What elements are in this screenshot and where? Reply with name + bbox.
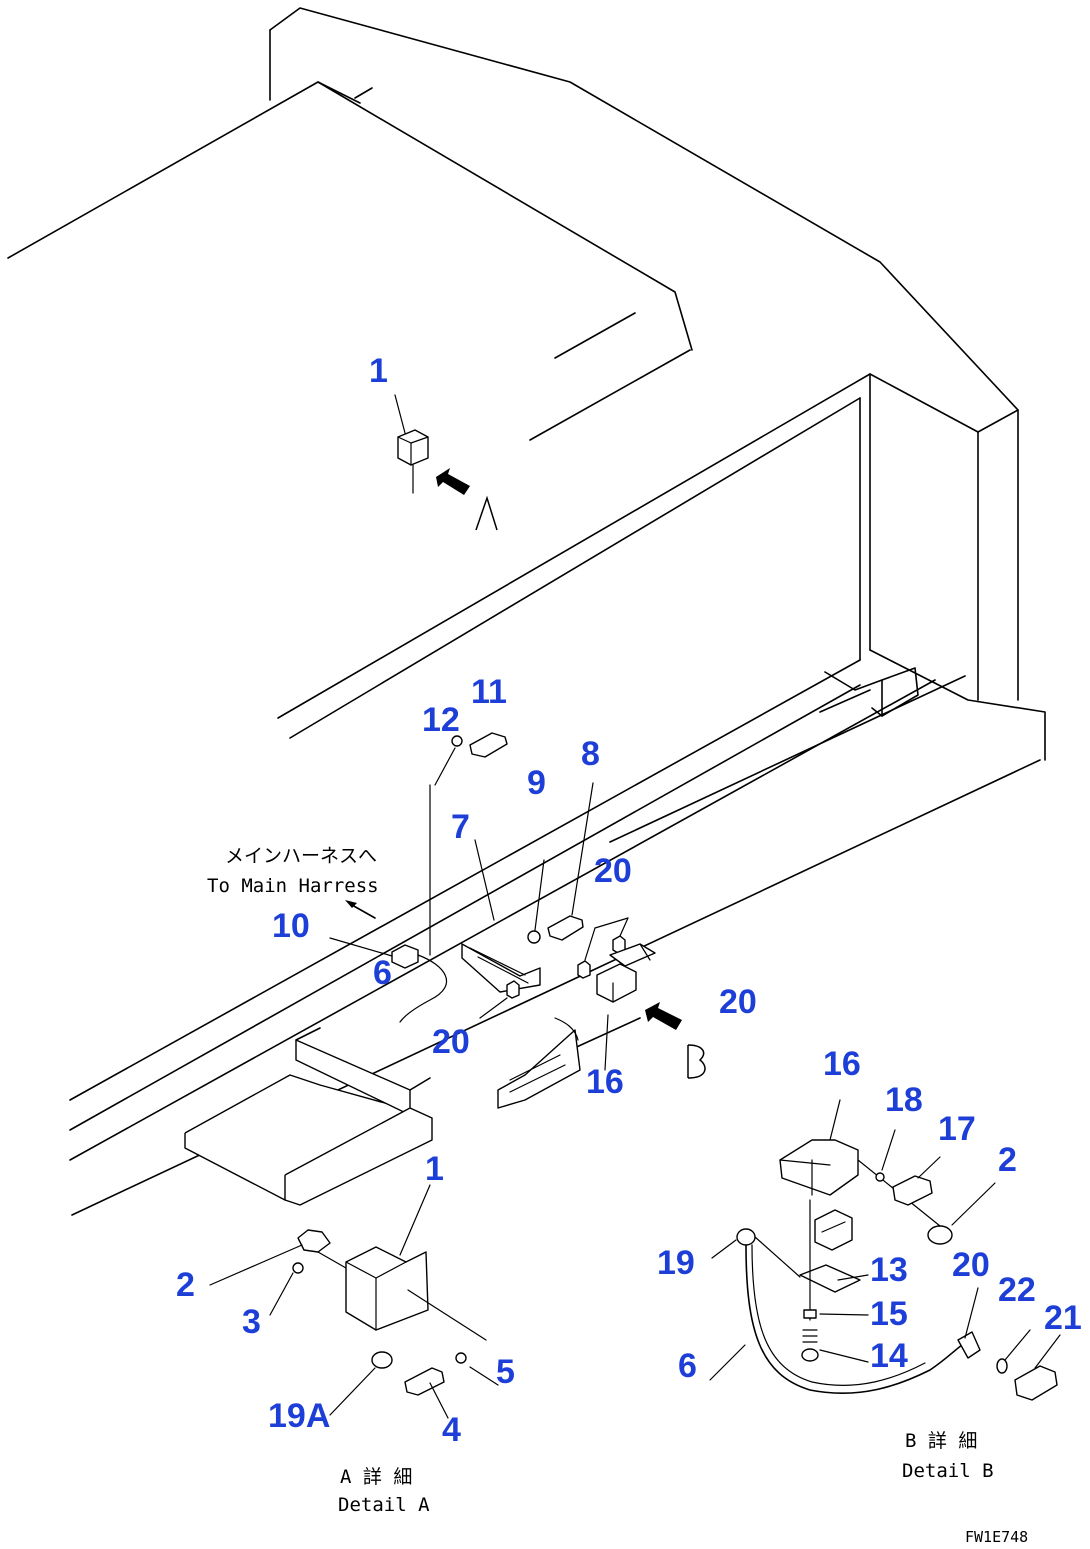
callout-12: 12 [422,701,460,739]
detail-a-parts [209,1184,499,1419]
callout-1-detail: 1 [425,1150,444,1188]
detail-a-caption-en: Detail A [338,1494,430,1516]
callout-6-detail: 6 [678,1347,697,1385]
callout-20-a: 20 [594,852,632,890]
callout-10: 10 [272,907,310,945]
callout-4: 4 [442,1411,461,1449]
callout-20-b: 20 [719,983,757,1021]
callout-16-detail: 16 [823,1045,861,1083]
callout-6-mid: 6 [373,954,392,992]
callout-5: 5 [496,1353,515,1391]
callout-19: 19 [657,1244,695,1282]
callout-20-c: 20 [432,1023,470,1061]
harness-cluster [329,732,656,1109]
callout-11: 11 [471,673,507,711]
relay-part-1-top [394,394,429,494]
callout-19a: 19A [268,1397,330,1435]
callout-7: 7 [451,808,470,846]
callout-22: 22 [998,1271,1036,1309]
callout-18: 18 [885,1081,923,1119]
callout-14: 14 [870,1337,908,1375]
callout-1-top: 1 [369,352,388,390]
drawing-number: FW1E748 [965,1528,1028,1546]
harness-caption-en: To Main Harress [207,875,379,897]
callout-numbers: 1 11 12 9 8 7 20 10 6 20 20 16 1 2 3 19A… [176,352,1082,1449]
callout-17: 17 [938,1110,976,1148]
callout-2-a: 2 [176,1266,195,1304]
view-arrow-a [436,468,498,531]
detail-b-caption-en: Detail B [902,1460,994,1482]
callout-2-b: 2 [998,1141,1017,1179]
callout-8: 8 [581,735,600,773]
detail-b-caption-jp: B 詳 細 [905,1430,977,1452]
harness-caption-jp: メインハーネスへ [225,845,377,867]
detail-b-parts [709,1099,1061,1401]
machine-body-outline [7,7,1046,1216]
callout-15: 15 [870,1295,908,1333]
callout-20-d: 20 [952,1246,990,1284]
callout-3: 3 [242,1303,261,1341]
detail-a-caption-jp: A 詳 細 [340,1466,412,1488]
callout-13: 13 [870,1251,908,1289]
callout-21: 21 [1044,1299,1082,1337]
captions: メインハーネスへ To Main Harress A 詳 細 Detail A … [207,845,1028,1546]
callout-16-mid: 16 [586,1063,624,1101]
callout-9: 9 [527,764,546,802]
view-arrow-b [645,1002,706,1079]
